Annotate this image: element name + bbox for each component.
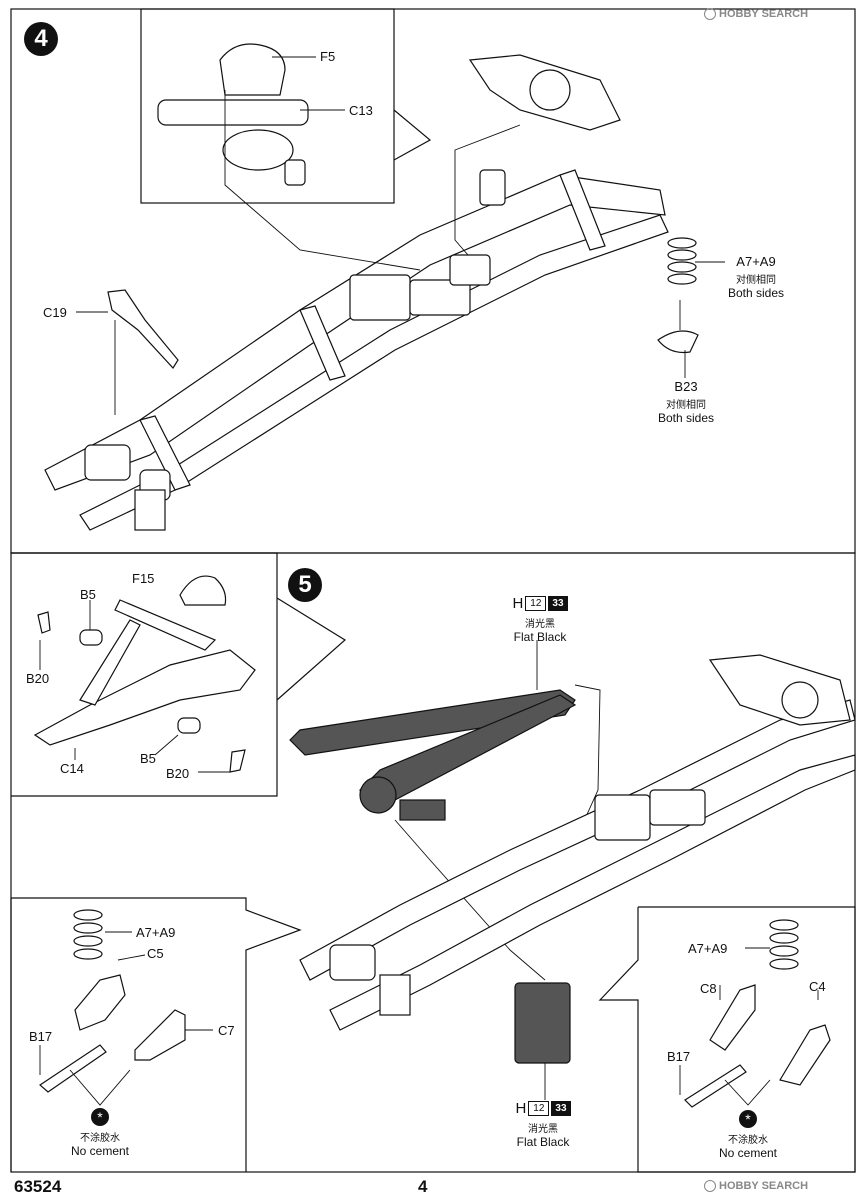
no-cement-note-left: * 不涂胶水 No cement <box>60 1108 140 1158</box>
kit-number: 63524 <box>14 1177 62 1196</box>
part-label-b23: B23 <box>674 379 698 394</box>
part-label-b5-top: B5 <box>80 587 96 602</box>
part-label-f5: F5 <box>320 49 336 64</box>
paint-code-outline: 12 <box>525 596 547 611</box>
chassis-step5 <box>299 654 856 1031</box>
part-label-b17: B17 <box>29 1029 53 1044</box>
no-glue-icon: * <box>739 1110 757 1128</box>
paint-callout-bottom: H 12 33 消光黑 Flat Black <box>508 1100 578 1149</box>
note-zh: 对侧相同 <box>666 400 706 411</box>
watermark-text: HOBBY SEARCH <box>719 1180 809 1192</box>
part-label-c4: C4 <box>809 979 826 994</box>
left-suspension-parts <box>39 909 186 1093</box>
right-suspension-parts <box>684 919 831 1108</box>
part-label-a7a9: A7+A9 <box>136 925 176 940</box>
paint-name-en: Flat Black <box>513 630 567 644</box>
watermark-bottom: HOBBY SEARCH <box>704 1180 808 1192</box>
part-label-a7a9: A7+A9 <box>736 254 776 269</box>
note-both-sides: Both sides <box>657 411 715 425</box>
inset-left-suspension-frame <box>11 897 302 1172</box>
step-4-number: 4 <box>24 22 58 56</box>
paint-letter: H <box>515 1100 527 1117</box>
chassis-step4 <box>44 43 699 531</box>
paint-code-fill: 33 <box>548 596 568 611</box>
paint-name-zh: 消光黑 <box>525 619 555 630</box>
note-zh: 对侧相同 <box>736 275 776 286</box>
drive-shafts <box>289 689 577 1064</box>
part-callout-b23: B23 对侧相同 Both sides <box>648 380 724 425</box>
part-callout-a7a9-step4: A7+A9 对侧相同 Both sides <box>718 255 794 300</box>
paint-code: H 12 33 <box>508 1100 578 1117</box>
paint-name-zh: 消光黑 <box>528 1124 558 1135</box>
part-label-c19: C19 <box>43 305 67 320</box>
note-no-cement: No cement <box>70 1144 130 1158</box>
inset-right-suspension-frame <box>598 906 856 1173</box>
part-label-b17: B17 <box>667 1049 691 1064</box>
no-cement-note-right: * 不涂胶水 No cement <box>708 1110 788 1160</box>
part-label-c13: C13 <box>349 103 373 118</box>
watermark-logo-icon <box>704 1180 716 1192</box>
paint-callout-top: H 12 33 消光黑 Flat Black <box>505 595 575 644</box>
watermark-text: HOBBY SEARCH <box>719 8 809 20</box>
note-zh: 不涂胶水 <box>728 1135 768 1146</box>
part-label-c8: C8 <box>700 981 717 996</box>
part-label-a7a9: A7+A9 <box>688 941 728 956</box>
part-label-b20-bottom: B20 <box>166 766 190 781</box>
part-label-f15: F15 <box>132 571 155 586</box>
part-label-c7: C7 <box>218 1023 235 1038</box>
paint-name-en: Flat Black <box>516 1135 570 1149</box>
paint-letter: H <box>512 595 524 612</box>
inset-front-axle-frame <box>11 552 278 797</box>
part-label-b20-left: B20 <box>26 671 50 686</box>
note-zh: 不涂胶水 <box>80 1133 120 1144</box>
page-number: 4 <box>418 1177 428 1196</box>
paint-code-outline: 12 <box>528 1101 550 1116</box>
paint-code-fill: 33 <box>551 1101 571 1116</box>
watermark-logo-icon <box>704 8 716 20</box>
part-label-c5: C5 <box>147 946 164 961</box>
no-glue-icon: * <box>91 1108 109 1126</box>
front-axle-parts <box>33 575 256 773</box>
step-5-number: 5 <box>288 568 322 602</box>
note-both-sides: Both sides <box>727 286 785 300</box>
step5-frame <box>10 552 856 1173</box>
note-no-cement: No cement <box>718 1146 778 1160</box>
part-label-c14: C14 <box>60 761 84 776</box>
watermark: HOBBY SEARCH <box>704 8 808 20</box>
paint-code: H 12 33 <box>505 595 575 612</box>
inset-rear-axle-frame <box>140 8 395 204</box>
part-label-b5-bottom: B5 <box>140 751 156 766</box>
